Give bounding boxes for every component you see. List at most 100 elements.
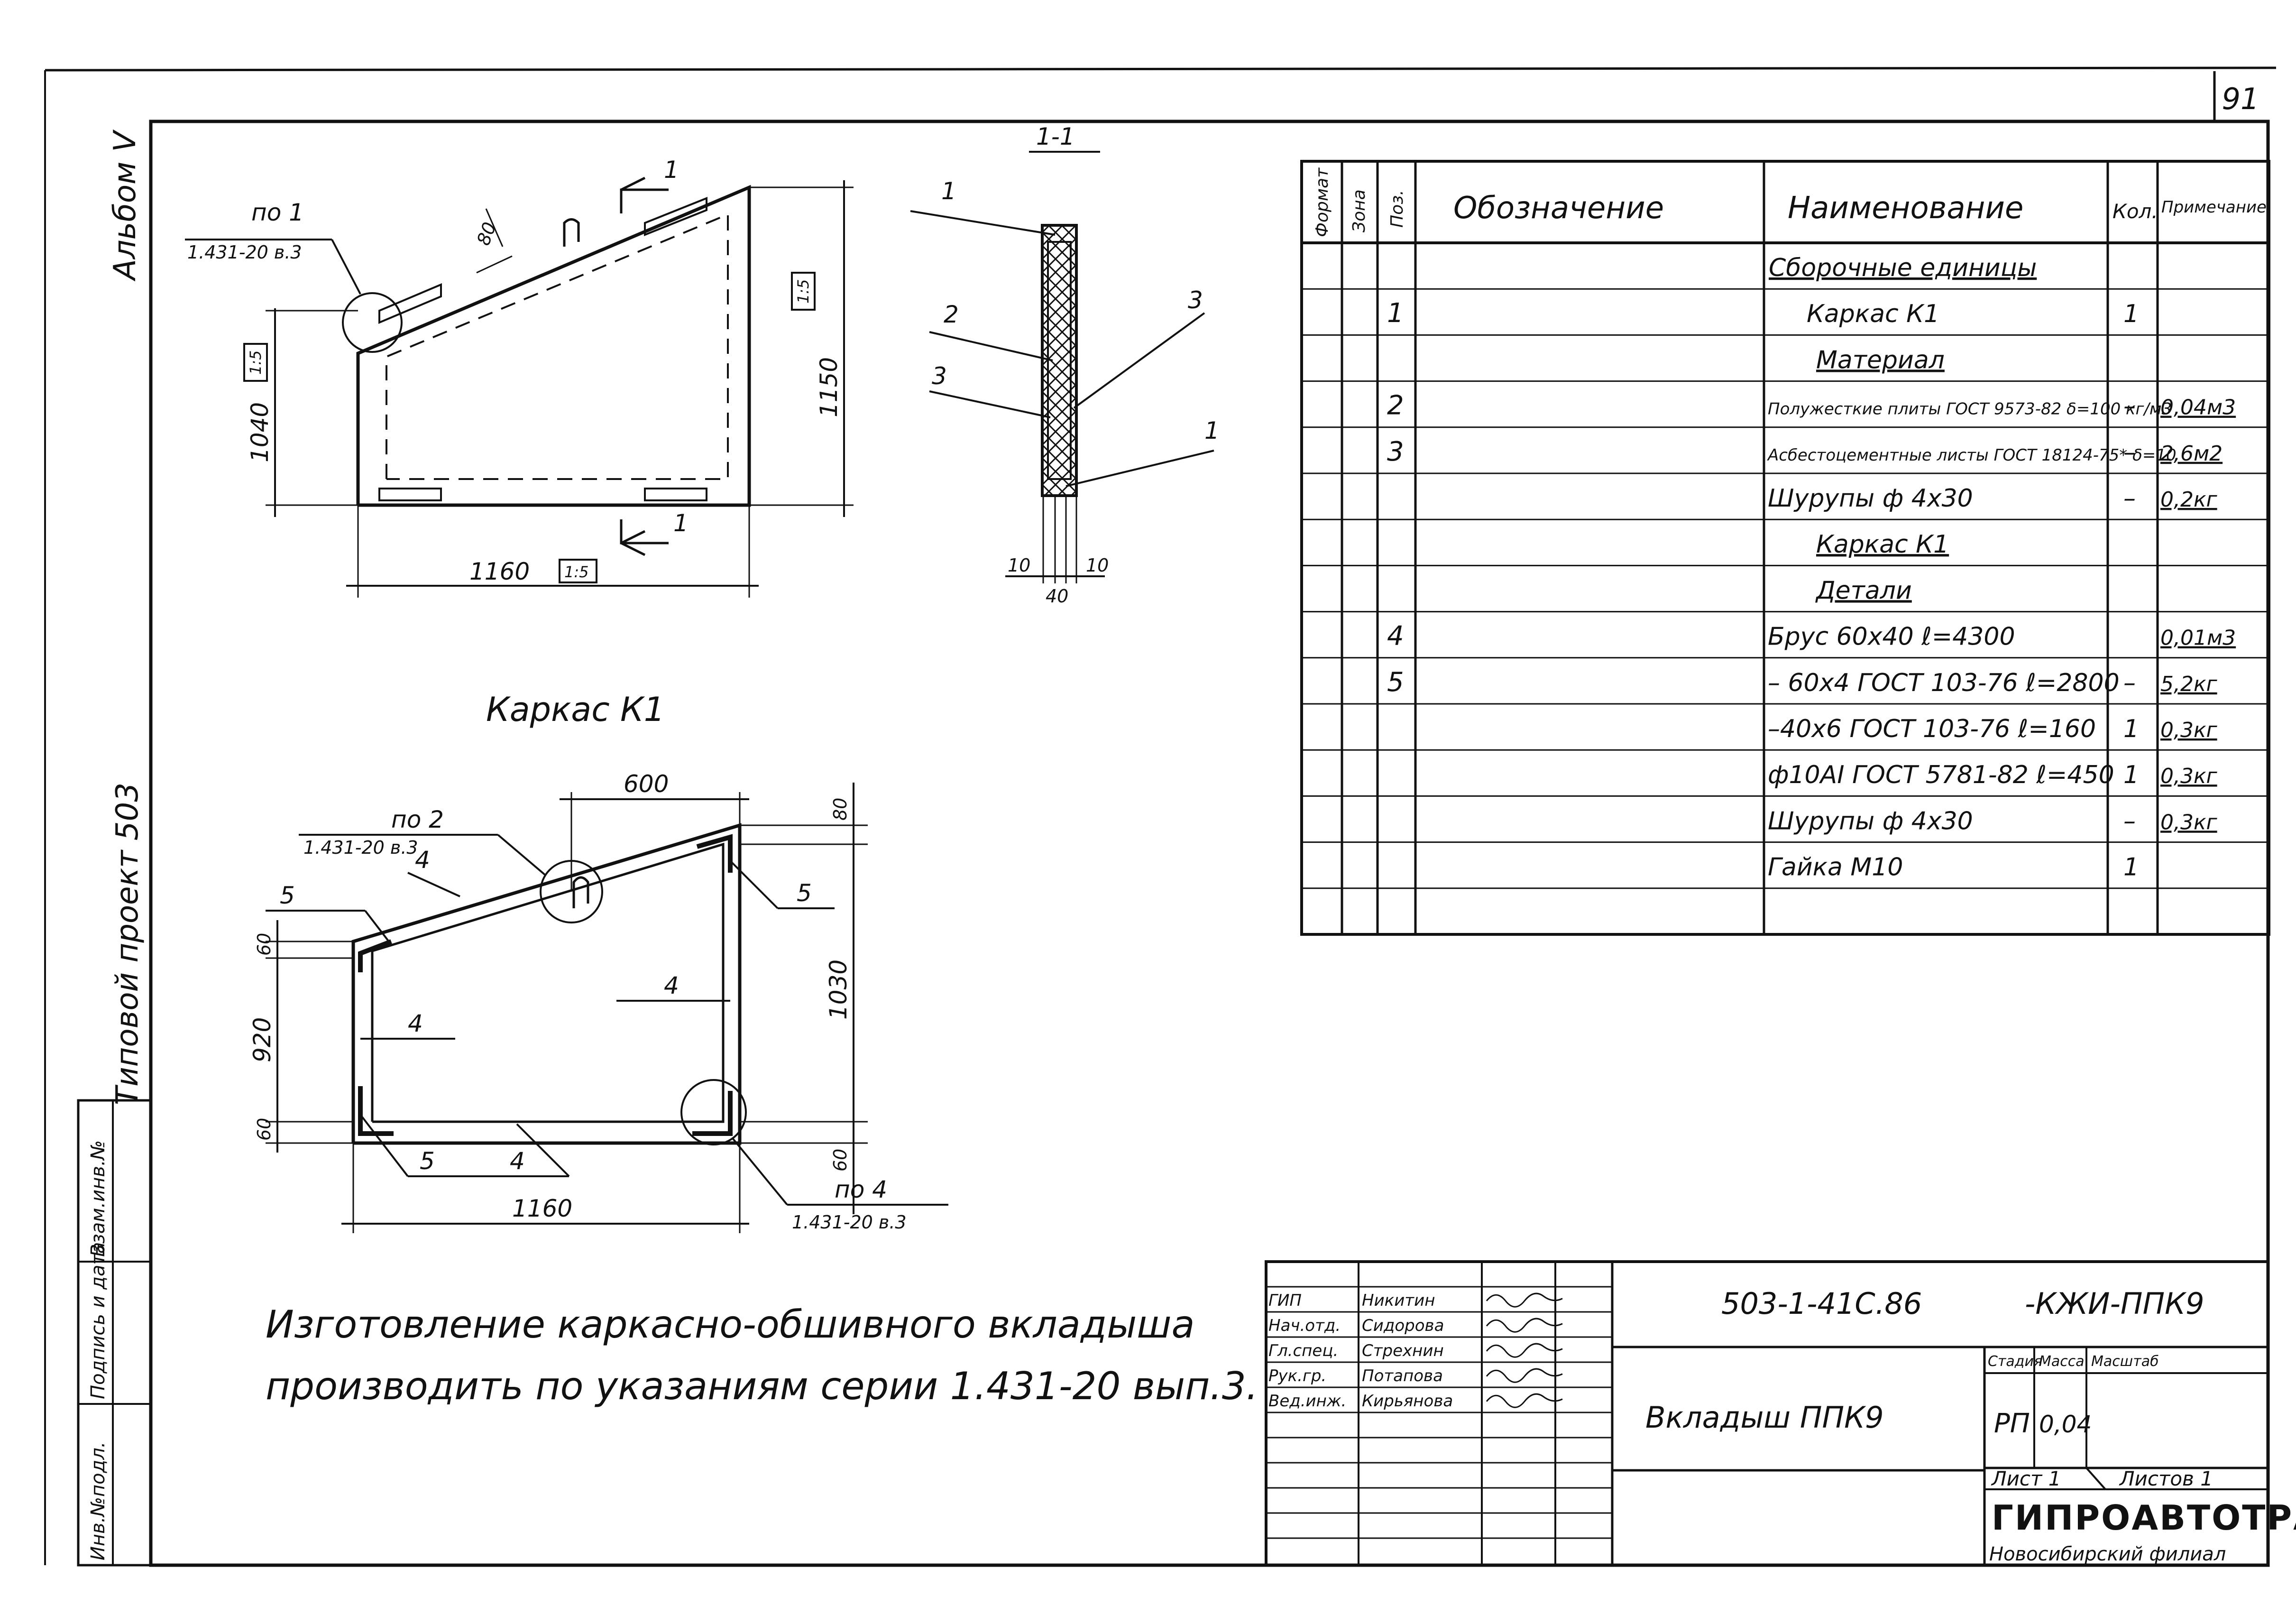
table-cell-pos: 2 (1387, 390, 1404, 421)
table-cell-note: 0,01м3 (2160, 626, 2236, 650)
frame-label-4d: 4 (510, 1147, 525, 1175)
sheets-label: Листов 1 (2119, 1467, 2213, 1490)
staff-role: Рук.гр. (1268, 1366, 1326, 1385)
section-mark-bottom: 1 (673, 509, 689, 537)
frame-label-5c: 5 (420, 1147, 435, 1175)
callout1-doc: 1.431-20 в.3 (187, 242, 302, 263)
scale-label: Масштаб (2091, 1353, 2159, 1370)
section-title: 1-1 (1036, 123, 1075, 150)
note-line-1: Изготовление каркасно-обшивного вкладыша (266, 1302, 1195, 1347)
table-cell-qty: – (2123, 669, 2136, 697)
frame-k1-drawing (266, 783, 948, 1233)
frame-dim-1030: 1030 (825, 960, 852, 1020)
frame-label-4c: 4 (664, 972, 679, 999)
section-1-1 (910, 151, 1214, 583)
org-branch: Новосибирский филиал (1989, 1543, 2226, 1565)
mass-value: 0,04 (2039, 1411, 2092, 1438)
staff-name: Никитин (1362, 1291, 1435, 1310)
section-label-3b: 3 (1188, 286, 1203, 314)
section-label-1a: 1 (941, 177, 956, 205)
frame-dim-600: 600 (624, 770, 669, 798)
panel-top-view (185, 176, 854, 598)
table-cell-note: 0,3кг (2160, 810, 2218, 834)
table-cell-name: – 60х4 ГОСТ 103-76 ℓ=2800 (1768, 669, 2120, 697)
frame-dim-920: 920 (248, 1017, 276, 1062)
callout1-ref: по 1 (251, 199, 304, 226)
frame-label-4b: 4 (408, 1010, 423, 1037)
staff-name: Стрехнин (1362, 1341, 1444, 1360)
table-cell-qty: 1 (2123, 761, 2139, 789)
top-dim-1150: 1150 (815, 357, 843, 417)
table-cell-note: 0,3кг (2160, 764, 2218, 788)
staff-role: Вед.инж. (1268, 1392, 1346, 1411)
col-header-format: Формат (1313, 167, 1332, 237)
page-number: 91 (2222, 82, 2259, 116)
table-cell-note: 0,2кг (2160, 488, 2218, 512)
table-cell-name: Шурупы ф 4х30 (1768, 807, 1973, 835)
table-cell-qty: – (2123, 484, 2136, 513)
staff-name: Сидорова (1362, 1316, 1444, 1335)
section-dim-10a: 10 (1008, 555, 1030, 576)
side-stamp (77, 1099, 152, 1567)
table-cell-name: Материал (1816, 346, 1945, 374)
scale-tag-3: 1:5 (564, 563, 589, 581)
table-cell-note: 0,3кг (2160, 718, 2218, 742)
side-album-label: Альбом V (108, 129, 143, 282)
title-block (1265, 1260, 2269, 1567)
table-cell-note: 5,2кг (2160, 672, 2218, 696)
stamp-sign-label: Подпись и дата (87, 1242, 109, 1399)
staff-signature (1486, 1368, 1563, 1383)
table-cell-pos: 1 (1387, 298, 1404, 329)
table-cell-note: 2,6м2 (2160, 442, 2223, 466)
frame-dim-60c: 60 (830, 1149, 851, 1172)
table-cell-qty: – (2123, 392, 2136, 421)
item-name: Вкладыш ППК9 (1645, 1400, 1884, 1435)
scale-tag-1: 1:5 (247, 351, 265, 375)
table-cell-name: Полужесткие плиты ГОСТ 9573-82 δ=100 кг/… (1768, 400, 2172, 419)
table-cell-qty: – (2123, 807, 2136, 835)
table-cell-name: –40х6 ГОСТ 103-76 ℓ=160 (1768, 715, 2096, 743)
org-name: ГИПРОАВТОТРАНС (1992, 1498, 2296, 1538)
table-cell-name: Брус 60х40 ℓ=4300 (1768, 623, 2015, 651)
frame-k1-title: Каркас К1 (486, 690, 665, 729)
section-label-3a: 3 (932, 362, 947, 390)
table-cell-name: Гайка М10 (1768, 853, 1903, 882)
col-header-designation: Обозначение (1453, 191, 1664, 226)
table-cell-qty: 1 (2123, 300, 2139, 328)
frame-dim-60a: 60 (254, 933, 275, 956)
top-dim-80: 80 (473, 220, 500, 248)
table-cell-pos: 4 (1387, 621, 1404, 652)
staff-role: Гл.спец. (1268, 1341, 1338, 1360)
table-cell-name: Каркас К1 (1816, 530, 1949, 559)
specification-table (1300, 160, 2270, 936)
frame-dim-80: 80 (830, 798, 851, 821)
table-cell-name: Сборочные единицы (1769, 254, 2037, 282)
section-label-1b: 1 (1204, 417, 1220, 444)
section-dim-10b: 10 (1086, 555, 1109, 576)
mass-label: Масса (2039, 1353, 2085, 1370)
col-header-name: Наименование (1788, 191, 2023, 226)
doc-code: 503-1-41С.86 (1721, 1286, 1922, 1321)
callout2-doc: 1.431-20 в.3 (303, 837, 418, 858)
note-line-2: производить по указаниям серии 1.431-20 … (266, 1364, 1258, 1408)
col-header-qty: Кол. (2112, 200, 2158, 223)
frame-label-5b: 5 (797, 879, 812, 907)
table-cell-note: 0,04м3 (2160, 396, 2236, 420)
staff-role: ГИП (1268, 1291, 1302, 1310)
top-dim-1040: 1040 (246, 402, 274, 462)
stage-value: РП (1994, 1408, 2030, 1439)
top-dim-1160: 1160 (469, 558, 530, 585)
staff-signature (1486, 1393, 1563, 1408)
table-cell-pos: 5 (1387, 667, 1404, 698)
stage-label: Стадия (1988, 1353, 2042, 1370)
frame-label-5a: 5 (280, 882, 295, 909)
staff-name: Потапова (1362, 1366, 1443, 1385)
callout4-ref: по 4 (835, 1176, 887, 1203)
staff-signature (1486, 1292, 1563, 1308)
staff-signature (1486, 1343, 1563, 1358)
col-header-note: Примечание (2161, 198, 2267, 217)
frame-label-4a: 4 (415, 846, 430, 874)
stamp-inv-label: Инв.№подл. (87, 1441, 109, 1560)
